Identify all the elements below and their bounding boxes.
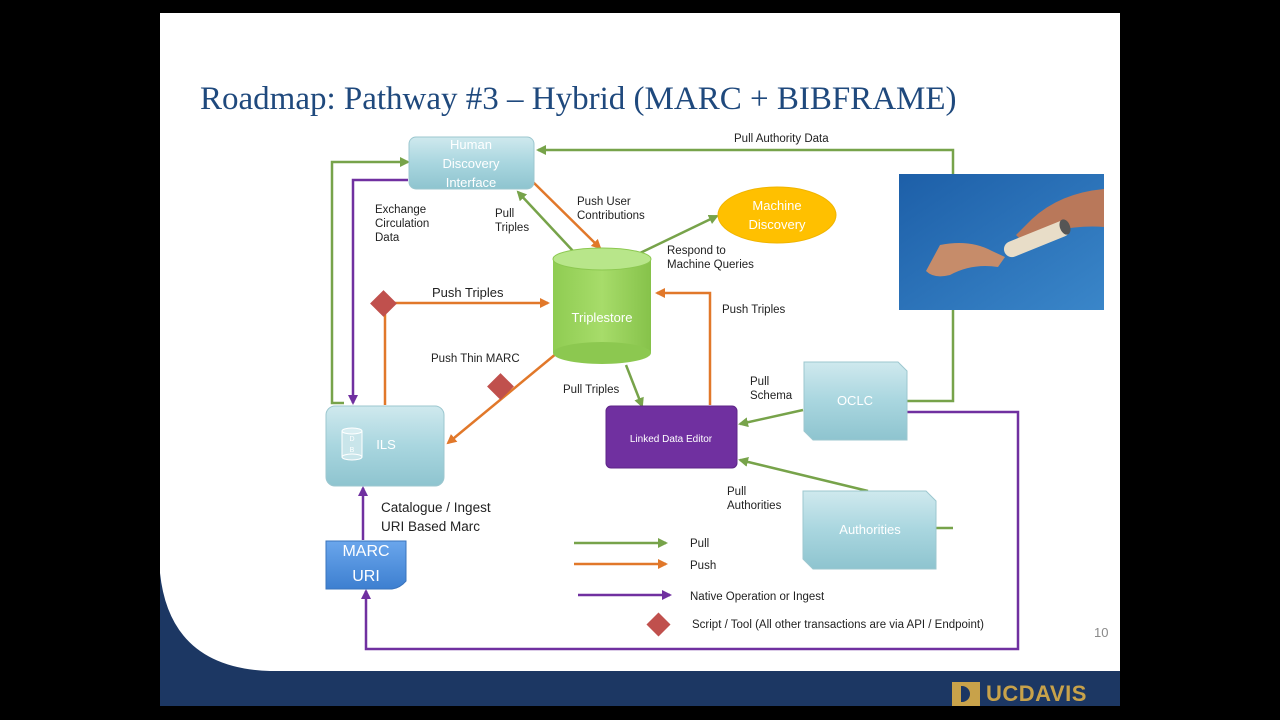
db-letter-b: B — [350, 447, 355, 454]
ils-node[interactable]: D B ILS — [325, 405, 445, 487]
native-connectors — [348, 178, 1020, 651]
human-discovery-node[interactable]: Human Discovery Interface — [408, 136, 535, 190]
script-diamond-thin-marc — [487, 373, 514, 400]
label-exchange-line3: Data — [375, 232, 400, 244]
legend-native-label: Native Operation or Ingest — [690, 591, 825, 603]
label-respond-line2: Machine Queries — [667, 259, 754, 271]
human-discovery-line3: Interface — [446, 175, 497, 190]
label-pull-authority-data: Pull Authority Data — [734, 133, 829, 145]
triplestore-label: Triplestore — [572, 310, 633, 325]
legend-script-label: Script / Tool (All other transactions ar… — [692, 619, 984, 631]
label-respond-line1: Respond to — [667, 245, 726, 257]
database-icon: D B — [341, 427, 363, 461]
ucdavis-logo: UCDAVIS — [952, 681, 1087, 706]
label-pull-triples-1-line1: Pull — [495, 208, 514, 220]
label-exchange-line1: Exchange — [375, 204, 426, 216]
legend-pull-label: Pull — [690, 538, 709, 550]
machine-discovery-node[interactable]: Machine Discovery — [717, 186, 837, 244]
label-push-user-line2: Contributions — [577, 210, 645, 222]
relay-baton-photo — [899, 174, 1104, 310]
label-pull-schema-line1: Pull — [750, 376, 769, 388]
marc-uri-line1: MARC — [342, 543, 389, 560]
slide-title: Roadmap: Pathway #3 – Hybrid (MARC + BIB… — [200, 81, 957, 117]
ucdavis-logo-text: UCDAVIS — [986, 681, 1087, 706]
script-diamond-push-triples — [370, 290, 397, 317]
db-letter-d: D — [349, 436, 354, 443]
label-exchange-line2: Circulation — [375, 218, 429, 230]
linked-data-editor-node[interactable]: Linked Data Editor — [605, 405, 738, 469]
label-pull-triples-1-line2: Triples — [495, 222, 529, 234]
oclc-label: OCLC — [837, 393, 873, 408]
authorities-node[interactable]: Authorities — [802, 490, 937, 570]
machine-discovery-line1: Machine — [752, 198, 801, 213]
ucdavis-logo-mark — [952, 682, 980, 706]
label-push-user-line1: Push User — [577, 196, 631, 208]
page-number: 10 — [1094, 625, 1109, 640]
pull-connectors — [330, 145, 955, 530]
label-push-triples-right: Push Triples — [722, 304, 786, 316]
marc-uri-line2: URI — [352, 568, 380, 585]
label-pull-schema-line2: Schema — [750, 390, 793, 402]
legend: Pull Push Native Operation or Ingest Scr… — [574, 538, 984, 637]
push-connectors — [383, 180, 712, 445]
linked-data-editor-label: Linked Data Editor — [630, 434, 713, 445]
label-pull-triples-2: Pull Triples — [563, 384, 619, 396]
label-pull-authorities-line2: Authorities — [727, 500, 782, 512]
oclc-node[interactable]: OCLC — [803, 361, 908, 441]
label-catalogue-line1: Catalogue / Ingest — [381, 500, 491, 515]
label-push-thin-marc: Push Thin MARC — [431, 353, 520, 365]
label-push-triples-ils: Push Triples — [432, 285, 504, 300]
human-discovery-line1: Human — [450, 137, 492, 152]
label-catalogue-line2: URI Based Marc — [381, 519, 480, 534]
machine-discovery-line2: Discovery — [748, 217, 806, 232]
legend-push-label: Push — [690, 560, 716, 572]
ils-label: ILS — [376, 437, 396, 452]
diagram: Human Discovery Interface Machine Discov… — [325, 133, 1104, 651]
authorities-label: Authorities — [839, 522, 901, 537]
triplestore-node[interactable]: Triplestore — [552, 247, 652, 364]
slide: Roadmap: Pathway #3 – Hybrid (MARC + BIB… — [160, 13, 1120, 706]
label-pull-authorities-line1: Pull — [727, 486, 746, 498]
legend-diamond — [646, 612, 671, 637]
marc-uri-node[interactable]: MARC URI — [325, 540, 407, 590]
human-discovery-line2: Discovery — [442, 156, 500, 171]
